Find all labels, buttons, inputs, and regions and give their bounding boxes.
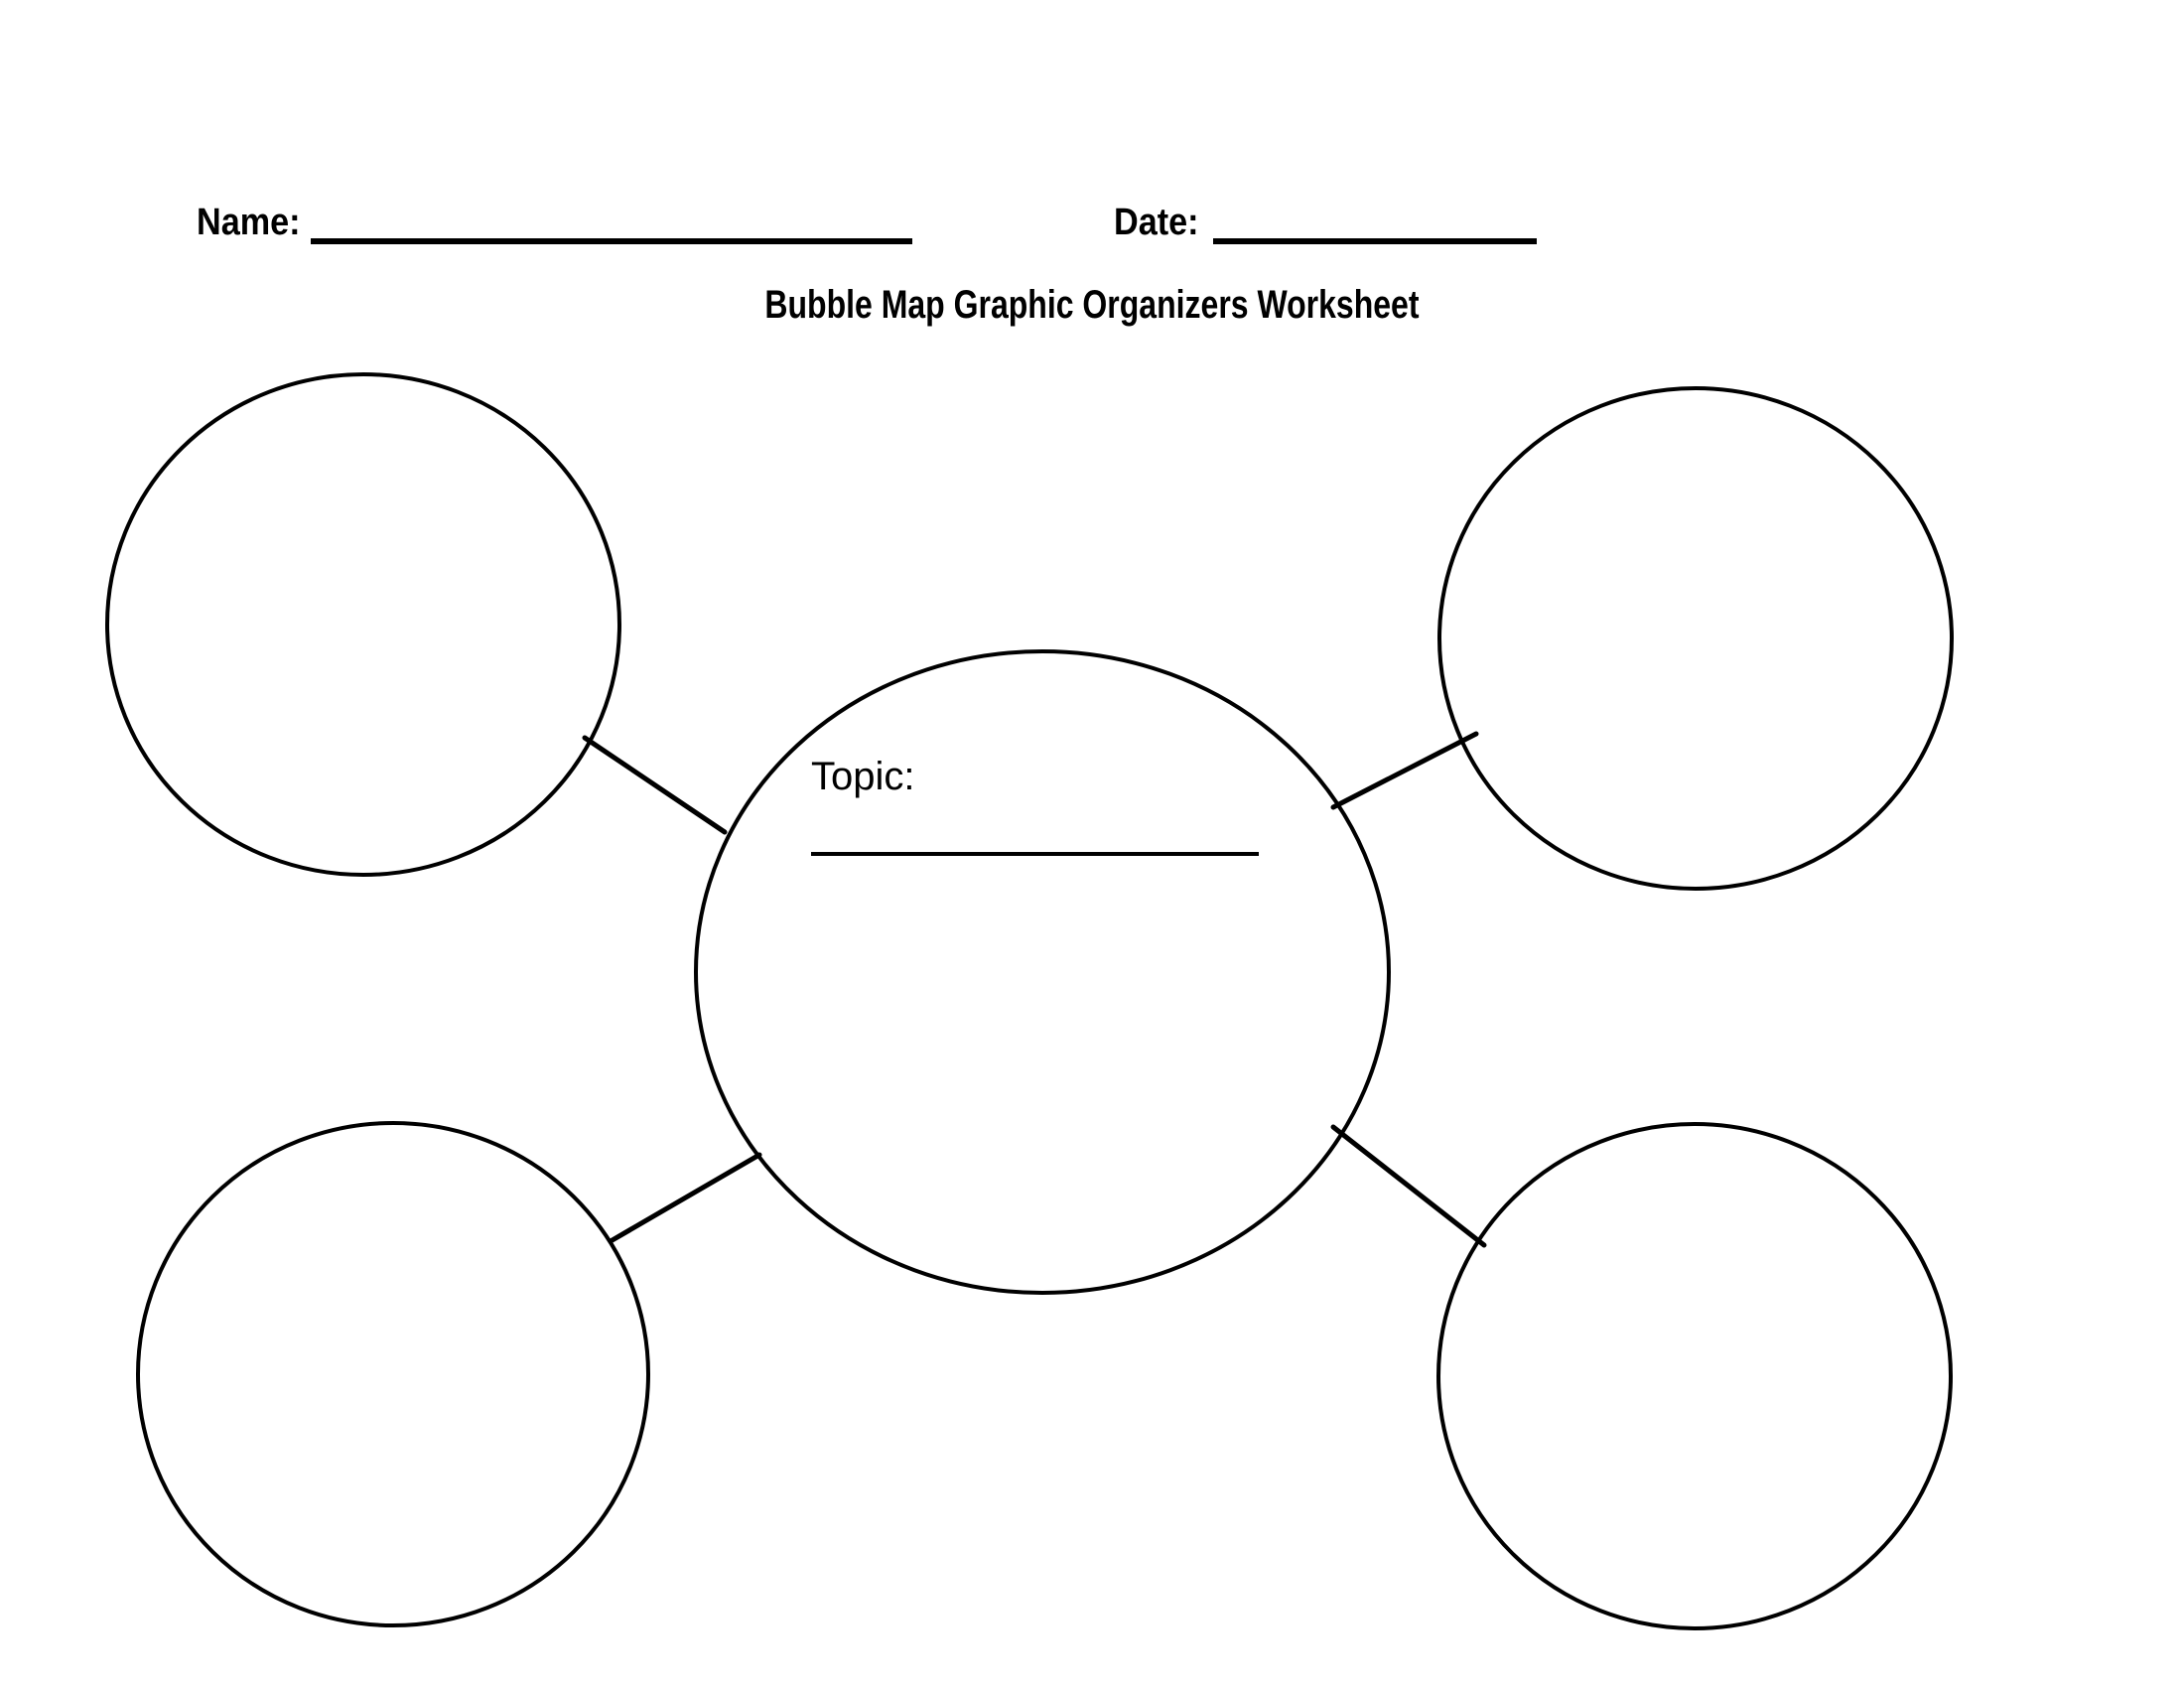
page-title-row: Bubble Map Graphic Organizers Worksheet <box>0 285 2184 325</box>
date-blank-line <box>1213 238 1537 244</box>
bubble-bottom-right <box>1436 1122 1953 1630</box>
connector-bottom-left <box>608 1152 762 1244</box>
page-title: Bubble Map Graphic Organizers Worksheet <box>764 283 1420 327</box>
topic-label: Topic: <box>811 755 915 798</box>
bubble-bottom-left <box>136 1121 650 1627</box>
connector-top-left <box>582 735 728 835</box>
date-label: Date: <box>1114 204 1208 241</box>
connector-top-right <box>1330 731 1479 810</box>
bubble-top-right <box>1437 386 1954 891</box>
bubble-top-left <box>105 372 621 877</box>
name-label-text: Name: <box>197 202 301 243</box>
topic-blank-line <box>811 852 1259 856</box>
name-label: Name: <box>197 204 312 241</box>
name-blank-line <box>311 238 912 244</box>
connector-bottom-right <box>1330 1124 1487 1248</box>
bubble-center-topic <box>694 649 1391 1295</box>
date-label-text: Date: <box>1114 202 1199 243</box>
